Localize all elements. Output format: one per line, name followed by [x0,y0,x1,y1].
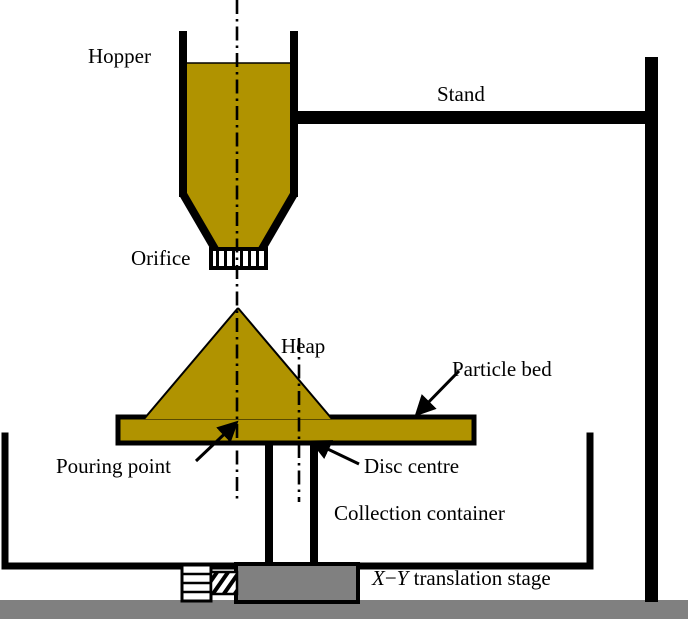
hopper-cone-right [258,191,298,252]
label-heap: Heap [281,334,326,358]
label-particle-bed: Particle bed [452,357,552,381]
stand-arm [292,111,650,124]
orifice-outline [209,247,268,270]
hopper-wall-right [290,31,298,197]
pouring-point-leader [194,420,239,463]
particle-bed-leader [414,369,461,417]
label-disc-centre: Disc centre [364,454,460,478]
floor-strip [0,600,688,619]
bed-support-posts [265,436,318,566]
label-stage-dash: − [384,566,397,590]
label-collection-container: Collection container [334,501,505,525]
stand-column [645,57,658,602]
support-post-left [265,436,273,566]
label-orifice: Orifice [131,246,191,270]
orifice-hatch-body [211,249,266,268]
stage-adjustment-knob [180,563,213,603]
hopper-cone-left [179,191,219,252]
label-stand: Stand [437,82,485,106]
orifice [209,247,268,270]
label-translation-stage: X−Y translation stage [372,568,551,589]
translation-stage-block [234,562,360,604]
heap-slope-left [143,307,239,420]
support-post-right [310,436,318,566]
heap-slope-right [237,307,333,420]
hopper-wall-left [179,31,187,197]
label-pouring-point: Pouring point [56,454,171,478]
centerlines [235,0,301,502]
hopper [179,31,298,252]
label-stage-axis-y: Y [396,566,409,590]
label-stage-rest: translation stage [408,566,551,590]
stage-screw-shaft [209,570,239,596]
translation-stage [180,562,360,604]
hopper-granular-fill [186,63,291,247]
label-stage-axis-x: X [372,566,385,590]
disc-centre-leader [309,440,360,466]
particle-bed-fill [120,419,472,441]
stand [292,57,658,602]
label-hopper: Hopper [88,44,151,68]
particle-bed [115,414,477,446]
